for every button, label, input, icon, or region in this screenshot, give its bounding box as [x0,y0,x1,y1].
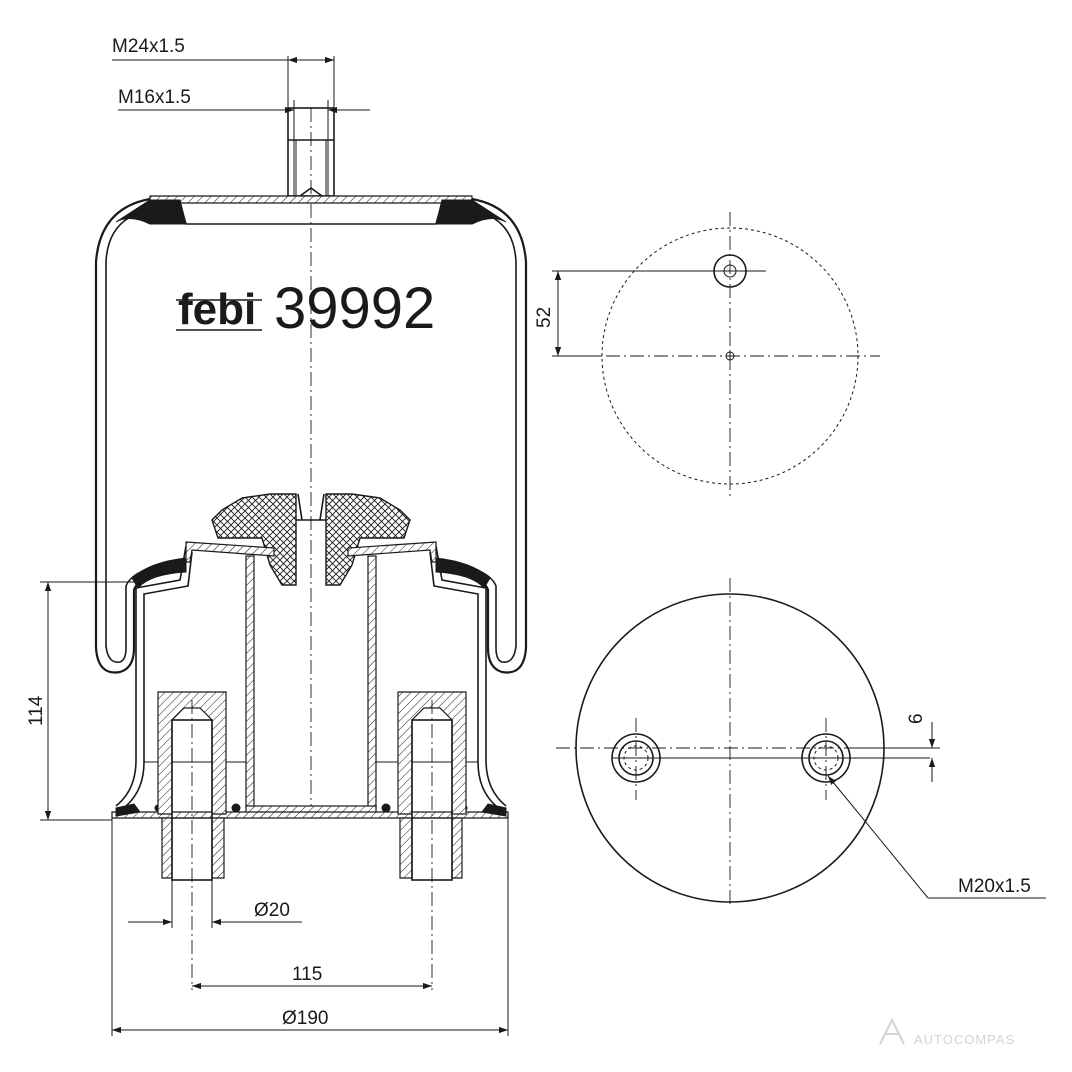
dim-pin-diameter: Ø20 [128,880,302,928]
right-mounting-stud [397,691,467,990]
dim-bottom-thread: M20x1.5 [827,775,1046,899]
label-top-offset: 52 [534,307,555,328]
label-top-inner-thread: M16x1.5 [118,87,191,108]
dim-bottom-offset: 6 [850,713,940,782]
dim-pin-spacing: 115 [192,964,432,990]
label-top-outer-thread: M24x1.5 [112,36,185,57]
label-height: 114 [26,695,47,726]
label-pin-diameter: Ø20 [254,900,290,921]
label-bottom-offset: 6 [906,713,927,724]
side-view: M24x1.5 M16x1.5 114 Ø20 115 [26,36,528,1036]
dim-top-outer-thread: M24x1.5 [112,36,335,108]
left-hole [611,718,661,800]
left-mounting-stud [157,691,227,990]
logo-text: febi [178,285,256,334]
watermark-text: AUTOCOMPAS [914,1032,1015,1047]
label-base-diameter: Ø190 [282,1008,328,1029]
brand-logo: febi [176,285,262,334]
label-bottom-thread: M20x1.5 [958,876,1031,897]
label-pin-spacing: 115 [292,964,322,985]
part-number: 39992 [274,276,435,341]
dim-base-diameter: Ø190 [111,818,509,1036]
top-stud [287,107,335,197]
bump-stop [211,493,411,586]
piston [115,541,507,815]
top-view: 52 [534,212,880,496]
dim-top-inner-thread: M16x1.5 [118,87,370,140]
watermark: AUTOCOMPAS [879,1017,1015,1047]
dim-top-offset: 52 [534,270,766,357]
dim-height: 114 [26,581,134,821]
right-hole [801,718,851,800]
bottom-view: 6 M20x1.5 [556,578,1046,904]
bellows [94,197,528,674]
